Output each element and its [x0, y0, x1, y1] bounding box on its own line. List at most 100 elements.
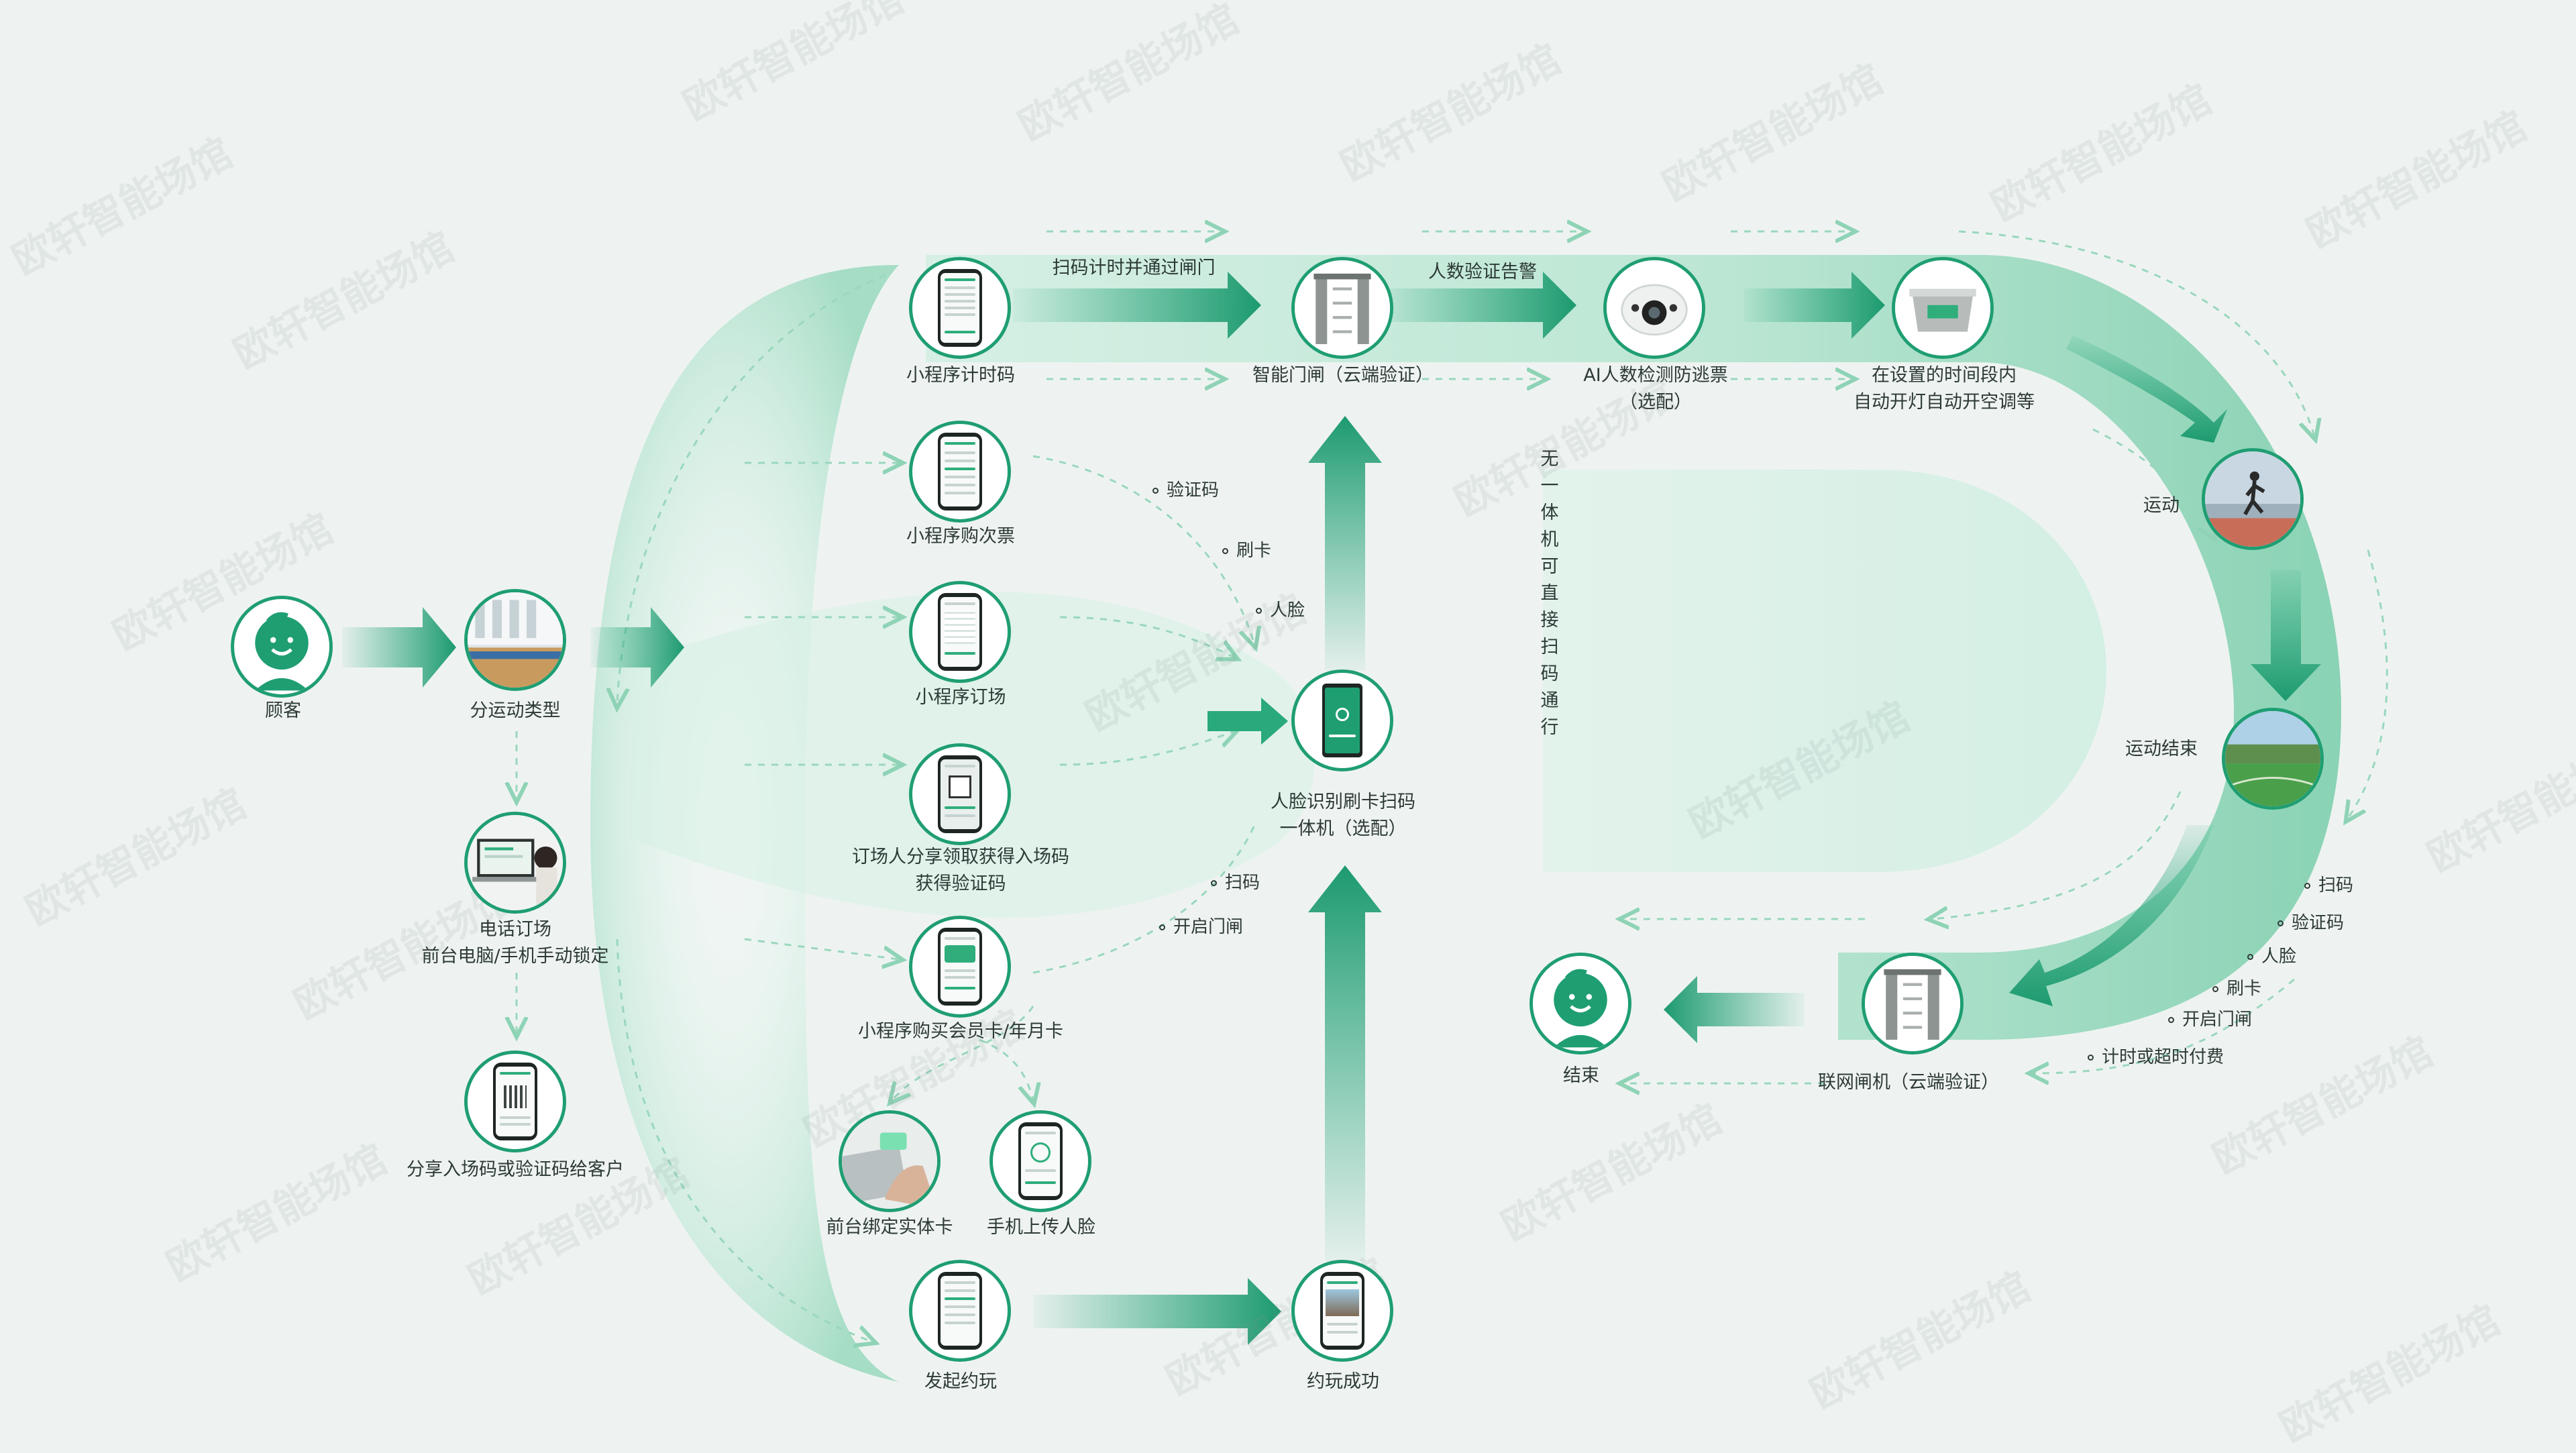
- customer-label: 顾客: [265, 700, 301, 721]
- terminal-method-item: 人脸: [1256, 600, 1305, 621]
- invite-label: 发起约玩: [924, 1371, 997, 1392]
- sport-type-node[interactable]: [464, 589, 566, 691]
- share-code-node[interactable]: [464, 1051, 566, 1152]
- exit-method-item: 扫码: [2304, 875, 2353, 896]
- turnstile-icon: [1295, 260, 1390, 356]
- phone-app-icon: [1018, 1122, 1063, 1200]
- mini-timer-label: 小程序计时码: [906, 365, 1015, 386]
- flow-arrows: [342, 272, 2321, 1345]
- bind-card-node[interactable]: [839, 1110, 941, 1212]
- bullet-icon: [1211, 880, 1217, 886]
- phone-booking-node[interactable]: [464, 812, 566, 914]
- exercise-end-label: 运动结束: [2125, 739, 2198, 759]
- phone-app-icon: [938, 433, 982, 510]
- exit-method-item: 开启门闸: [2168, 1009, 2252, 1030]
- bullet-icon: [1222, 548, 1228, 554]
- exit-method-text: 验证码: [2292, 913, 2345, 933]
- ai-count-label: AI人数检测防逃票 （选配）: [1583, 362, 1727, 416]
- exercise-node[interactable]: [2202, 448, 2304, 550]
- edge-no-terminal-label: 无一体机可直接扫码通行: [1540, 449, 1559, 738]
- bind-card-label: 前台绑定实体卡: [826, 1217, 953, 1238]
- face-terminal-label: 人脸识别刷卡扫码 一体机（选配）: [1271, 789, 1415, 843]
- auto-light-node[interactable]: [1892, 257, 1994, 359]
- mini-booking-label: 小程序订场: [915, 687, 1006, 708]
- exit-method-item: 验证码: [2277, 912, 2344, 934]
- mini-timer-node[interactable]: [909, 257, 1011, 359]
- main-track: [926, 255, 2341, 1040]
- exit-method-text: 扫码: [2318, 875, 2354, 896]
- terminal-method-text: 扫码: [1225, 873, 1260, 893]
- terminal-method-text: 刷卡: [1236, 541, 1272, 561]
- bullet-icon: [2277, 920, 2284, 926]
- mini-booking-node[interactable]: [909, 581, 1011, 683]
- phone-qr-icon: [493, 1063, 537, 1140]
- arrow-success-up: [1308, 865, 1382, 1261]
- smiley-icon: [1554, 969, 1607, 1048]
- bullet-icon: [2212, 986, 2218, 992]
- terminal-method-item: 验证码: [1152, 480, 1219, 501]
- network-gate-label: 联网闸机（云端验证）: [1818, 1072, 1999, 1093]
- finish-node[interactable]: [1529, 953, 1631, 1055]
- arrow-end-to-gate: [2009, 825, 2214, 1006]
- arrow-gate-to-ai: [1382, 272, 1576, 339]
- mini-ticket-node[interactable]: [909, 421, 1011, 523]
- upload-face-node[interactable]: [989, 1110, 1091, 1212]
- invite-node[interactable]: [909, 1260, 1011, 1362]
- invite-success-label: 约玩成功: [1307, 1371, 1379, 1392]
- terminal-method-text: 验证码: [1167, 480, 1220, 500]
- auto-light-label: 在设置的时间段内 自动开灯自动开空调等: [1854, 362, 2035, 416]
- bullet-icon: [2088, 1055, 2094, 1061]
- phone-booking-label: 电话订场 前台电脑/手机手动锁定: [421, 916, 608, 970]
- edge-count-alarm-label: 人数验证告警: [1428, 262, 1537, 282]
- gym-photo: [468, 592, 563, 688]
- terminal-method-text: 人脸: [1270, 600, 1305, 621]
- smiley-icon: [255, 612, 309, 691]
- share-receive-line2: 获得验证码: [915, 873, 1006, 894]
- smart-gate-label: 智能门闸（云端验证）: [1252, 365, 1434, 386]
- customer-node[interactable]: [231, 596, 333, 698]
- phone-booking-title: 电话订场: [478, 919, 551, 940]
- bullet-icon: [2168, 1017, 2174, 1023]
- field-photo: [2225, 711, 2320, 806]
- edge-scan-pass-label: 扫码计时并通过闸门: [1052, 258, 1216, 278]
- exit-method-item: 计时或超时付费: [2088, 1046, 2224, 1068]
- desk-laptop-photo: [468, 815, 563, 910]
- arrow-timer-to-gate: [1013, 272, 1261, 339]
- face-terminal-line2: 一体机（选配）: [1279, 818, 1407, 839]
- face-terminal-node[interactable]: [1291, 669, 1393, 771]
- arrow-gate-to-finish: [1664, 976, 1805, 1043]
- share-code-label: 分享入场码或验证码给客户: [407, 1159, 624, 1180]
- smart-gate-node[interactable]: [1291, 257, 1393, 359]
- share-receive-node[interactable]: [909, 743, 1011, 845]
- arrow-into-terminal: [1208, 698, 1288, 745]
- bullet-icon: [1256, 608, 1262, 614]
- bullet-icon: [1152, 488, 1159, 494]
- invite-success-node[interactable]: [1291, 1260, 1393, 1362]
- arrow-auto-to-exercise: [2066, 335, 2227, 443]
- exit-method-text: 开启门闸: [2182, 1010, 2253, 1030]
- auto-light-line1: 在设置的时间段内: [1872, 365, 2017, 386]
- control-box-icon: [1895, 260, 1990, 356]
- sport-type-label: 分运动类型: [470, 700, 561, 721]
- phone-app-icon: [938, 269, 982, 347]
- network-gate-node[interactable]: [1862, 953, 1964, 1055]
- arrow-ai-to-auto: [1744, 272, 1885, 339]
- share-receive-label: 订场人分享领取获得入场码 获得验证码: [852, 844, 1069, 898]
- terminal-method-text: 开启门闸: [1173, 917, 1244, 937]
- phone-qr-icon: [938, 755, 982, 833]
- phone-photo-icon: [1320, 1272, 1364, 1350]
- bullet-icon: [2247, 954, 2253, 960]
- exit-method-item: 人脸: [2247, 946, 2296, 967]
- exercise-label: 运动: [2143, 495, 2180, 516]
- exercise-end-node[interactable]: [2222, 708, 2324, 810]
- finish-label: 结束: [1563, 1065, 1599, 1086]
- ai-count-title: AI人数检测防逃票: [1583, 365, 1728, 386]
- turnstile-icon: [1865, 956, 1960, 1051]
- ai-count-node[interactable]: [1603, 257, 1705, 359]
- face-terminal-line1: 人脸识别刷卡扫码: [1271, 792, 1415, 812]
- exit-method-text: 计时或超时付费: [2102, 1047, 2224, 1067]
- mini-member-node[interactable]: [909, 916, 1011, 1018]
- terminal-method-item: 开启门闸: [1159, 916, 1243, 938]
- bullet-icon: [2304, 883, 2310, 889]
